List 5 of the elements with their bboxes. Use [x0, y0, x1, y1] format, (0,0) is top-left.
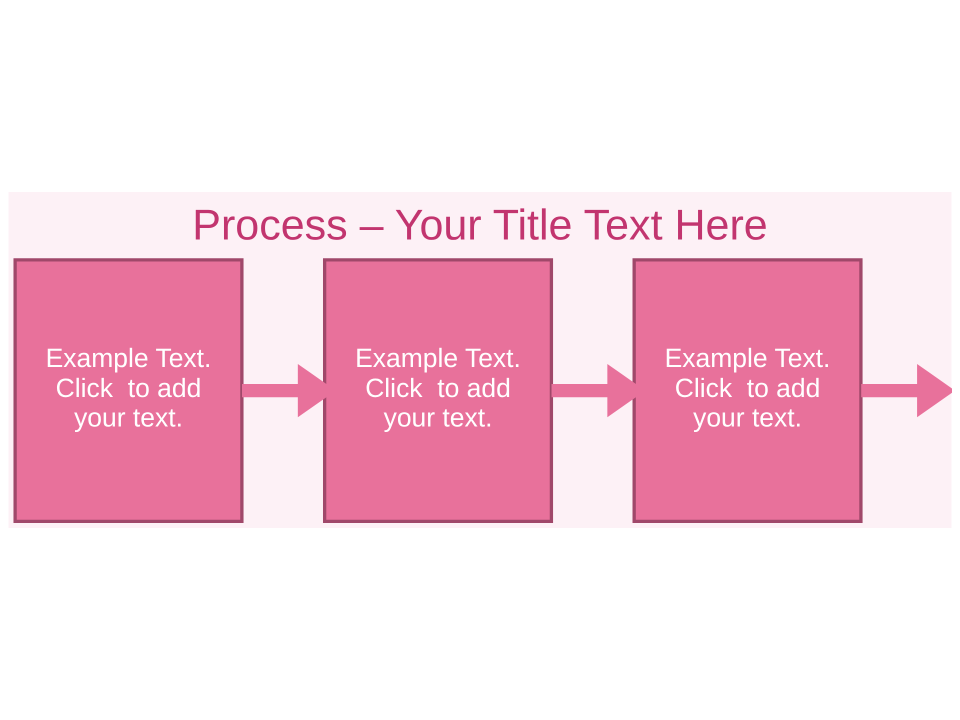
arrow	[861, 364, 952, 418]
node-box: Example Text. Click to add your text.	[632, 258, 863, 524]
node-box: Example Text. Click to add your text.	[323, 258, 554, 524]
diagram-title: Process – Your Title Text Here	[192, 202, 768, 250]
node-box: Example Text. Click to add your text.	[13, 258, 244, 524]
